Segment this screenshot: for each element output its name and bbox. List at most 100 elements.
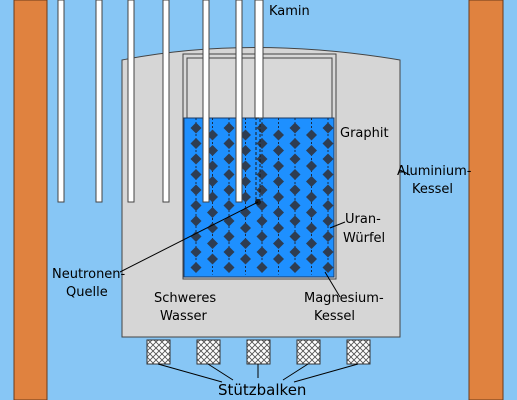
uranium-cube: [240, 191, 251, 203]
uranium-cube: [223, 262, 235, 273]
label-magnesium-2: Kessel: [314, 309, 355, 324]
uranium-cube: [289, 122, 301, 134]
label-kamin: Kamin: [269, 4, 310, 19]
label-magnesium-1: Magnesium-: [304, 291, 384, 306]
uranium-cube: [223, 231, 235, 242]
support-beam: [296, 339, 321, 365]
uranium-cube: [273, 222, 284, 234]
uranium-cube: [256, 122, 268, 134]
leader-neutron-source: [119, 201, 259, 273]
leader-beam-4: [282, 363, 309, 381]
uranium-cube: [322, 122, 334, 134]
uranium-cube: [207, 160, 218, 172]
leader-magnesium: [324, 271, 341, 298]
label-neutronen-2: Quelle: [66, 285, 108, 300]
uranium-cube: [273, 238, 284, 249]
uranium-cube: [207, 253, 218, 265]
uranium-cube: [223, 184, 235, 196]
leader-beam-1: [157, 363, 223, 383]
label-stuetzbalken: Stützbalken: [218, 381, 306, 399]
uranium-cube: [207, 145, 218, 156]
left-wall: [13, 0, 48, 400]
uranium-cube: [256, 153, 268, 165]
uranium-cube: [322, 215, 334, 227]
uranium-cube: [322, 200, 334, 211]
uranium-cube: [190, 122, 202, 134]
uranium-cube: [322, 153, 334, 165]
uranium-cube: [322, 184, 334, 196]
uranium-cube: [322, 169, 334, 180]
uranium-cube: [273, 253, 284, 265]
uranium-cube: [273, 176, 284, 187]
uranium-cube-chains: [190, 118, 334, 275]
support-beam: [346, 339, 371, 365]
uranium-cube: [322, 231, 334, 242]
support-beam: [246, 339, 271, 365]
leader-beam-5: [293, 363, 359, 383]
support-beam: [146, 339, 171, 365]
label-schweres-2: Wasser: [160, 309, 208, 324]
control-rods: [57, 0, 243, 203]
uranium-cube: [190, 200, 202, 211]
uranium-cube: [289, 138, 301, 149]
uranium-cube: [223, 153, 235, 165]
leader-lines: [119, 169, 411, 383]
uranium-cube: [240, 238, 251, 249]
uranium-cube: [273, 129, 284, 141]
label-schweres-1: Schweres: [154, 291, 216, 306]
uranium-cube: [256, 246, 268, 258]
uranium-cube: [190, 215, 202, 227]
uranium-cube: [240, 129, 251, 141]
uranium-cube: [207, 176, 218, 187]
uranium-cube: [256, 169, 268, 180]
uranium-cube: [256, 262, 268, 273]
uranium-cube: [322, 138, 334, 149]
uranium-cube: [207, 222, 218, 234]
uranium-cube: [306, 253, 317, 265]
uranium-cube: [273, 160, 284, 172]
control-rod-4: [162, 0, 170, 203]
uranium-cube: [289, 231, 301, 242]
uranium-cube: [306, 160, 317, 172]
uranium-cube: [289, 262, 301, 273]
uranium-cube: [306, 145, 317, 156]
uranium-cube: [306, 176, 317, 187]
uranium-cube: [240, 176, 251, 187]
uranium-cube: [256, 138, 268, 149]
right-wall: [468, 0, 504, 400]
label-aluminium-1: Aluminium-: [397, 164, 472, 179]
support-beams: [146, 339, 371, 365]
uranium-cube: [256, 231, 268, 242]
uranium-cube: [289, 215, 301, 227]
leader-aluminium: [399, 169, 411, 176]
leader-beam-2: [207, 363, 234, 381]
uranium-cube: [289, 184, 301, 196]
control-rod-6: [235, 0, 243, 203]
uranium-cube: [223, 246, 235, 258]
uranium-cube: [223, 122, 235, 134]
control-rod-1: [57, 0, 65, 203]
uranium-cube: [223, 200, 235, 211]
uranium-cube: [289, 169, 301, 180]
uranium-cube: [289, 200, 301, 211]
uranium-cube: [190, 262, 202, 273]
label-graphit: Graphit: [340, 126, 389, 141]
uranium-cube: [289, 246, 301, 258]
uranium-cube: [322, 246, 334, 258]
uranium-cube: [322, 262, 334, 273]
uranium-cube: [273, 207, 284, 218]
uranium-cube: [190, 153, 202, 165]
uranium-cube: [256, 184, 268, 196]
label-neutronen-1: Neutronen-: [52, 267, 126, 282]
uranium-cube: [273, 191, 284, 203]
uranium-cube: [223, 138, 235, 149]
control-rod-3: [127, 0, 135, 203]
leader-uran: [329, 221, 346, 229]
support-beam: [196, 339, 221, 365]
kamin-tube: [254, 0, 264, 119]
label-aluminium-2: Kessel: [412, 182, 453, 197]
uranium-cube: [240, 222, 251, 234]
uranium-cube: [289, 153, 301, 165]
control-rod-5: [202, 0, 210, 203]
uranium-cube: [240, 253, 251, 265]
